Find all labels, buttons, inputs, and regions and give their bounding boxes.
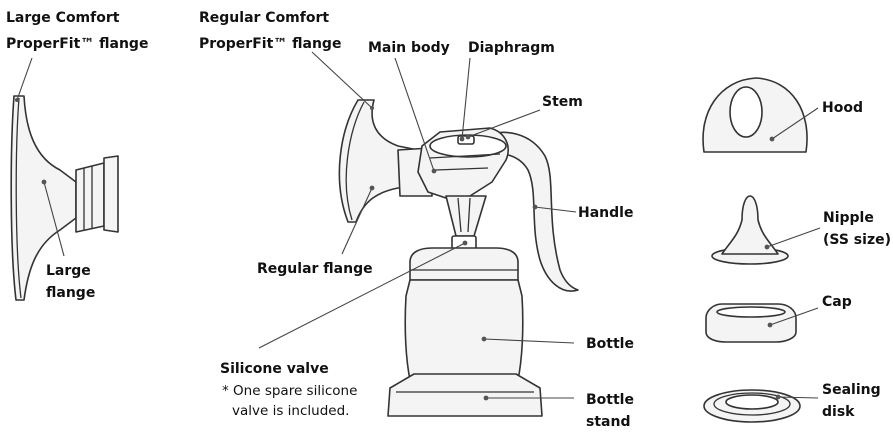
note-spare-valve-line2: valve is included. (232, 403, 349, 419)
note-spare-valve-line1: * One spare silicone (222, 383, 357, 399)
label-bottle-stand-line1: Bottle (586, 392, 634, 408)
label-regular-comfort-line1: Regular Comfort (199, 10, 329, 26)
label-silicone-valve: Silicone valve (220, 361, 329, 377)
label-handle: Handle (578, 205, 633, 221)
label-nipple-line1: Nipple (823, 210, 874, 226)
label-regular-flange: Regular flange (257, 261, 373, 277)
label-large-comfort-line2: ProperFit™ flange (6, 36, 148, 52)
label-large-comfort-line1: Large Comfort (6, 10, 120, 26)
label-hood: Hood (822, 100, 863, 116)
bottle-stand-illustration (388, 374, 542, 416)
label-diaphragm: Diaphragm (468, 40, 555, 56)
regular-flange-illustration (339, 100, 432, 222)
cap-illustration (706, 304, 796, 342)
label-main-body: Main body (368, 40, 450, 56)
nipple-illustration (712, 196, 788, 264)
label-large-flange-line2: flange (46, 285, 95, 301)
label-stem: Stem (542, 94, 583, 110)
hood-illustration (703, 78, 807, 152)
label-sealing-disk-line2: disk (822, 404, 855, 420)
bottle-illustration (405, 248, 523, 380)
label-bottle-stand-line2: stand (586, 414, 630, 430)
label-regular-comfort-line2: ProperFit™ flange (199, 36, 341, 52)
label-bottle: Bottle (586, 336, 634, 352)
label-cap: Cap (822, 294, 852, 310)
label-large-flange-line1: Large (46, 263, 91, 279)
sealing-disk-illustration (704, 390, 800, 422)
label-nipple-line2: (SS size) (823, 232, 891, 248)
label-sealing-disk-line1: Sealing (822, 382, 881, 398)
